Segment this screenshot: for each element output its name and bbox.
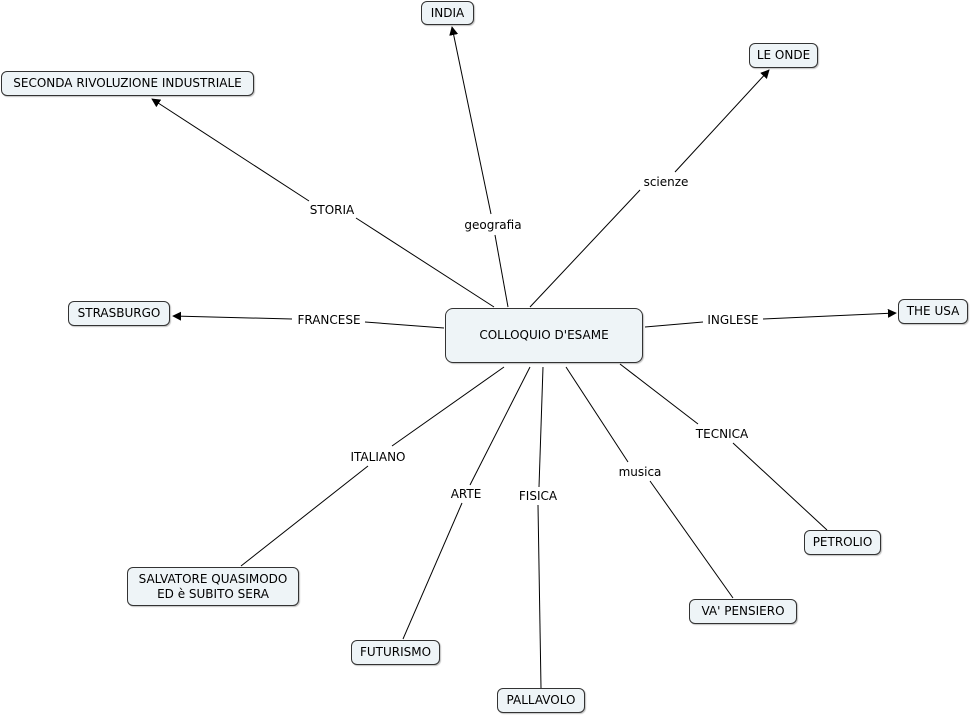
- link-line-geografia-a: [494, 234, 509, 308]
- link-line-musica-a: [565, 366, 629, 463]
- link-label-fisica: FISICA: [516, 489, 560, 503]
- concept-le-onde[interactable]: LE ONDE: [749, 43, 818, 68]
- link-label-francese: FRANCESE: [295, 313, 363, 327]
- link-label-inglese: INGLESE: [705, 313, 761, 327]
- link-line-italiano-a: [391, 366, 505, 447]
- link-line-storia-b: [151, 98, 310, 202]
- center-concept-colloquio[interactable]: COLLOQUIO D'ESAME: [445, 308, 643, 363]
- link-line-fisica-a: [538, 366, 544, 488]
- concept-quasimodo[interactable]: SALVATORE QUASIMODO ED è SUBITO SERA: [127, 567, 299, 606]
- link-label-tecnica: TECNICA: [693, 427, 751, 441]
- link-line-italiano-b: [240, 465, 369, 567]
- concept-india[interactable]: INDIA: [421, 1, 474, 25]
- concept-futurismo[interactable]: FUTURISMO: [351, 640, 440, 665]
- link-line-fisica-b: [537, 504, 542, 689]
- link-line-tecnica-b: [732, 442, 828, 531]
- link-line-francese-a: [364, 321, 445, 329]
- link-line-musica-b: [649, 480, 734, 599]
- concept-petrolio[interactable]: PETROLIO: [804, 530, 881, 555]
- link-line-scienze-a: [529, 189, 641, 308]
- link-line-francese-b: [172, 311, 293, 321]
- link-label-storia: STORIA: [307, 203, 357, 217]
- link-label-geografia: geografia: [462, 218, 524, 232]
- link-line-inglese-b: [762, 308, 897, 320]
- link-label-italiano: ITALIANO: [348, 450, 408, 464]
- link-line-scienze-b: [674, 69, 770, 173]
- concept-the-usa[interactable]: THE USA: [898, 299, 968, 324]
- link-label-musica: musica: [616, 465, 664, 479]
- link-line-geografia-b: [449, 26, 492, 215]
- concept-va-pensiero[interactable]: VA' PENSIERO: [689, 599, 797, 624]
- concept-seconda-rivoluzione[interactable]: SECONDA RIVOLUZIONE INDUSTRIALE: [1, 71, 254, 96]
- link-label-arte: ARTE: [448, 487, 484, 501]
- concept-pallavolo[interactable]: PALLAVOLO: [497, 688, 585, 713]
- link-line-storia-a: [355, 217, 495, 308]
- concept-strasburgo[interactable]: STRASBURGO: [68, 301, 170, 326]
- link-line-arte-a: [469, 366, 531, 486]
- link-label-scienze: scienze: [641, 175, 691, 189]
- link-line-tecnica-a: [619, 363, 699, 425]
- link-line-arte-b: [402, 502, 463, 640]
- link-line-inglese-a: [644, 321, 704, 328]
